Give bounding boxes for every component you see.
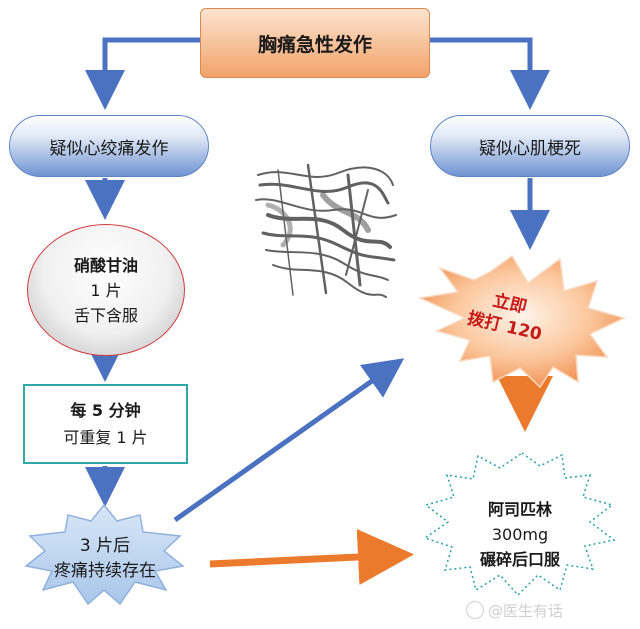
emergency-burst-shape — [417, 254, 627, 389]
nitro-name: 硝酸甘油 — [73, 255, 138, 275]
repeat-box: 每 5 分钟 可重复 1 片 — [23, 384, 188, 464]
watermark-text: @医生有话 — [488, 601, 564, 620]
arrow-title-to-angina — [85, 37, 200, 110]
nitroglycerin-circle: 硝酸甘油 1 片 舌下含服 — [27, 224, 185, 356]
persist-line2: 疼痛持续存在 — [54, 561, 156, 581]
repeat-line1: 每 5 分钟 — [70, 401, 141, 420]
persist-star-shape — [24, 503, 185, 606]
mi-label: 疑似心肌梗死 — [479, 138, 581, 159]
aspirin-starburst-shape — [423, 452, 616, 597]
persist-text: 3 片后 疼痛持续存在 — [20, 534, 190, 584]
angina-label: 疑似心绞痛发作 — [49, 138, 169, 159]
watermark: @医生有话 — [466, 597, 636, 623]
aspirin-instruction: 碾碎后口服 — [479, 550, 560, 569]
aspirin-dose: 300mg — [491, 525, 549, 544]
nitro-route: 舌下含服 — [73, 305, 138, 325]
title-text: 胸痛急性发作 — [257, 33, 372, 56]
aspirin-text: 阿司匹林 300mg 碾碎后口服 — [460, 497, 580, 572]
arrow-persist-to-emergency — [173, 358, 405, 523]
angina-pill: 疑似心绞痛发作 — [9, 115, 209, 177]
nitro-dose: 1 片 — [90, 280, 122, 300]
scribble-image — [255, 163, 397, 298]
mi-pill: 疑似心肌梗死 — [430, 115, 630, 177]
aspirin-name: 阿司匹林 — [487, 500, 552, 519]
repeat-line2: 可重复 1 片 — [63, 428, 148, 447]
title-box: 胸痛急性发作 — [200, 8, 430, 78]
arrow-title-to-mi — [430, 37, 550, 110]
persist-line1: 3 片后 — [79, 536, 131, 556]
arrow-persist-to-aspirin — [209, 529, 414, 585]
watermark-logo-icon — [466, 601, 484, 619]
